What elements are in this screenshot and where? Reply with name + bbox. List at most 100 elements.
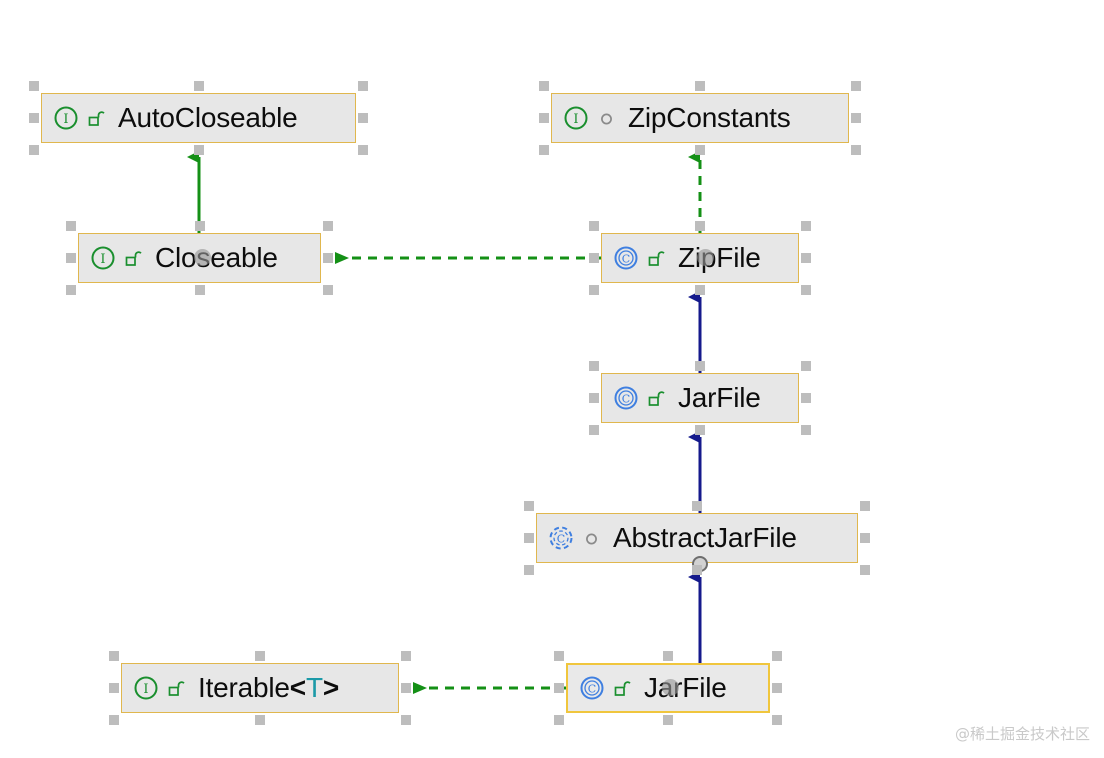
resize-handle[interactable] [401,715,411,725]
resize-handle[interactable] [194,285,205,295]
svg-text:I: I [573,112,578,127]
uml-node-label-base: Iterable [198,672,290,703]
green-open-padlock-icon [648,250,665,266]
uml-node-abstract-jar-file[interactable]: C AbstractJarFile [536,513,858,563]
resize-handle[interactable] [801,425,811,435]
uml-node-zip-file[interactable]: C ZipFile [601,233,799,283]
interface-circle-i-icon: I [91,246,115,270]
green-open-padlock-icon [614,680,631,696]
resize-handle[interactable] [860,533,870,543]
uml-node-label: AutoCloseable [118,102,298,133]
resize-handle[interactable] [524,565,534,575]
resize-handle[interactable] [109,715,119,725]
svg-text:C: C [622,253,630,266]
svg-text:I: I [143,682,148,697]
resize-handle[interactable] [695,81,705,91]
svg-text:C: C [622,393,630,406]
resize-handle[interactable] [539,113,549,123]
resize-handle[interactable] [851,145,861,155]
resize-handle[interactable] [772,683,782,693]
resize-handle[interactable] [851,113,861,123]
resize-handle[interactable] [589,221,599,231]
resize-handle[interactable] [860,565,870,575]
mouse-cursor-artifact-zipfile [697,249,714,266]
resize-handle[interactable] [539,81,549,91]
resize-handle[interactable] [554,683,564,693]
resize-handle[interactable] [358,113,368,123]
resize-handle[interactable] [589,285,599,295]
resize-handle[interactable] [554,715,564,725]
resize-handle[interactable] [801,393,811,403]
resize-handle[interactable] [29,81,39,91]
green-open-padlock-icon [125,250,142,266]
resize-handle[interactable] [358,81,368,91]
uml-node-zip-constants[interactable]: I ZipConstants [551,93,849,143]
resize-handle[interactable] [772,651,782,661]
resize-handle[interactable] [663,715,673,725]
uml-node-label: AbstractJarFile [613,522,797,553]
resize-handle[interactable] [323,285,333,295]
resize-handle[interactable] [194,221,205,231]
class-circle-c-icon: C [614,246,638,270]
uml-node-label: ZipConstants [628,102,791,133]
resize-handle[interactable] [801,361,811,371]
interface-circle-i-icon: I [134,676,158,700]
resize-handle[interactable] [524,501,534,511]
class-circle-c-icon: C [580,676,604,700]
resize-handle[interactable] [851,81,861,91]
uml-node-iterable[interactable]: I Iterable<T> [121,663,399,713]
svg-text:C: C [557,533,565,546]
resize-handle[interactable] [695,221,705,231]
resize-handle[interactable] [695,285,705,295]
resize-handle[interactable] [695,425,705,435]
resize-handle[interactable] [801,253,811,263]
resize-handle[interactable] [193,81,204,91]
uml-node-label: JarFile [678,382,761,413]
gray-circle-icon [586,533,597,544]
resize-handle[interactable] [860,501,870,511]
resize-handle[interactable] [695,145,705,155]
resize-handle[interactable] [66,221,76,231]
abstract-class-dashed-circle-c-icon: C [549,526,573,550]
uml-node-auto-closeable[interactable]: I AutoCloseable [41,93,356,143]
resize-handle[interactable] [323,253,333,263]
resize-handle[interactable] [29,113,39,123]
resize-handle[interactable] [772,715,782,725]
resize-handle[interactable] [29,145,39,155]
uml-node-label: ZipFile [678,242,761,273]
mouse-cursor-artifact-closeable [194,249,211,266]
resize-handle[interactable] [589,253,599,263]
resize-handle[interactable] [358,145,368,155]
resize-handle[interactable] [66,285,76,295]
resize-handle[interactable] [66,253,76,263]
green-open-padlock-icon [88,110,105,126]
resize-handle[interactable] [663,651,673,661]
resize-handle[interactable] [109,651,119,661]
resize-handle[interactable] [401,683,411,693]
resize-handle[interactable] [801,221,811,231]
resize-handle[interactable] [193,145,204,155]
resize-handle[interactable] [589,361,599,371]
resize-handle[interactable] [692,501,702,511]
uml-node-jar-file-util[interactable]: C JarFile [601,373,799,423]
resize-handle[interactable] [255,715,265,725]
resize-handle[interactable] [401,651,411,661]
resize-handle[interactable] [255,651,265,661]
resize-handle[interactable] [539,145,549,155]
resize-handle[interactable] [554,651,564,661]
resize-handle[interactable] [323,221,333,231]
resize-handle[interactable] [692,565,702,575]
resize-handle[interactable] [109,683,119,693]
generic-close-bracket: > [322,672,340,703]
resize-handle[interactable] [524,533,534,543]
resize-handle[interactable] [589,393,599,403]
resize-handle[interactable] [589,425,599,435]
svg-text:I: I [63,112,68,127]
class-circle-c-icon: C [614,386,638,410]
resize-handle[interactable] [801,285,811,295]
mouse-cursor-artifact-jarfile-boot [662,679,679,696]
generic-type-param: T [305,672,323,703]
interface-circle-i-icon: I [564,106,588,130]
resize-handle[interactable] [695,361,705,371]
